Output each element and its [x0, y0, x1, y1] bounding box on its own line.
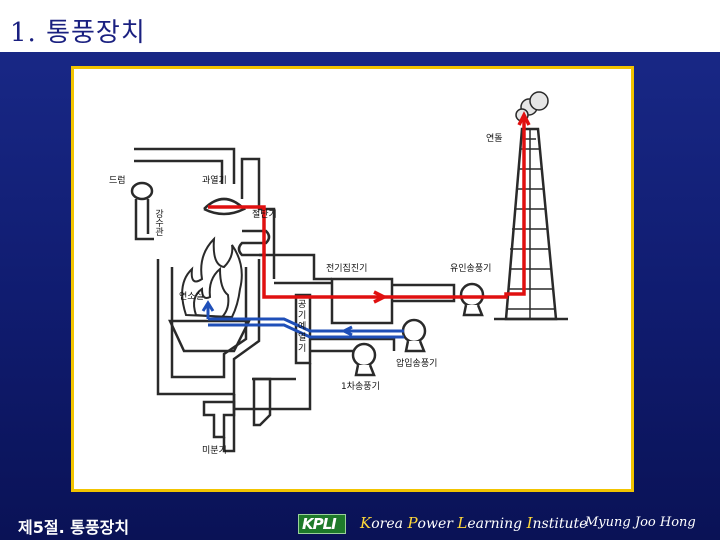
pa-duct — [310, 337, 396, 361]
flue-gas-arrow-icon — [373, 290, 388, 304]
id-fan-icon — [459, 282, 485, 308]
pulverizer-feed — [222, 394, 236, 453]
reheater-coil — [237, 229, 271, 257]
label-drum: 드럼 — [109, 174, 126, 186]
label-stack: 연돌 — [486, 133, 503, 144]
smoke-icon — [515, 91, 549, 122]
label-downcomer: 강수관 — [153, 209, 163, 236]
section-label: 제5절. 통풍장치 — [18, 518, 130, 537]
flame-inner-icon — [193, 266, 230, 319]
institute-word: nstitute — [532, 516, 588, 532]
title-bar: 1. 통풍장치 — [0, 0, 720, 52]
flame-icon — [181, 236, 243, 319]
institute-cap: I — [526, 514, 533, 532]
air-flow-arrow-icon — [340, 325, 353, 337]
label-airheater-2: 기 — [298, 310, 306, 321]
label-airheater-5: 기 — [298, 343, 306, 354]
institute-word: earning — [467, 516, 523, 532]
steam-pipe-right — [240, 157, 276, 279]
flame-group — [181, 236, 243, 319]
id-fan-outlet — [462, 304, 484, 317]
kpli-logo: KPLI — [298, 514, 346, 534]
label-pafan: 1차송풍기 — [341, 380, 380, 392]
furnace-hopper — [168, 319, 252, 353]
label-airheater-1: 공 — [298, 299, 306, 310]
author-name: Myung Joo Hong — [585, 515, 696, 530]
label-pulverizer: 미분기 — [202, 445, 227, 456]
institute-word: ower — [417, 516, 453, 532]
label-precipitator: 전기집진기 — [326, 262, 367, 274]
flue-gas-line — [208, 117, 526, 299]
institute-cap: P — [407, 514, 418, 532]
pulverizer-shape — [202, 400, 236, 439]
fans — [351, 282, 485, 377]
label-airheater-3: 예 — [298, 321, 306, 332]
drum-shape — [130, 181, 154, 201]
institute-word: orea — [371, 516, 403, 532]
air-flow-path — [201, 300, 404, 339]
air-flow-line — [208, 317, 404, 333]
slide-title: 1. 통풍장치 — [10, 18, 146, 48]
boiler-draft-diagram: 연돌 드럼 과열기 절탄기 강수관 연소실 전기집진기 유인송풍기 공 기 예 … — [109, 91, 568, 456]
diagram-frame: 연돌 드럼 과열기 절탄기 강수관 연소실 전기집진기 유인송풍기 공 기 예 … — [71, 66, 634, 492]
label-idfan: 유인송풍기 — [450, 263, 491, 274]
stack-rungs — [507, 129, 555, 319]
flue-gas-path — [208, 111, 531, 304]
superheater-coil — [203, 197, 247, 216]
coal-bunker — [252, 377, 272, 427]
flue-gas-arrow-icon — [517, 111, 531, 126]
label-reheater: 절탄기 — [252, 208, 277, 220]
smoke-puff — [529, 91, 549, 111]
label-airheater-4: 열 — [298, 332, 306, 343]
stack-outline — [504, 127, 558, 321]
downcomer-pipe — [134, 199, 154, 241]
institute-cap: K — [360, 514, 372, 532]
label-superheater: 과열기 — [202, 175, 227, 186]
logo-text: KPLI — [302, 515, 337, 533]
label-furnace: 연소실 — [179, 291, 204, 302]
precipitator-body — [330, 277, 394, 325]
institute-cap: L — [457, 514, 468, 532]
boiler-casing — [156, 259, 261, 396]
label-fdfan: 압입송풍기 — [396, 357, 437, 369]
air-flow-line — [208, 323, 404, 339]
pa-fan-outlet — [354, 364, 376, 377]
air-flow-arrow-icon — [201, 300, 215, 319]
fd-fan-icon — [401, 318, 427, 344]
steam-pipe-upper — [134, 147, 236, 184]
air-duct-lower — [232, 363, 312, 411]
institute-name: Korea Power Learning Institute — [360, 514, 587, 532]
flue-duct — [259, 253, 332, 285]
fd-fan-outlet — [404, 340, 426, 353]
stack-group — [494, 127, 568, 321]
id-fan-duct — [392, 283, 456, 303]
pa-fan-icon — [351, 342, 377, 368]
